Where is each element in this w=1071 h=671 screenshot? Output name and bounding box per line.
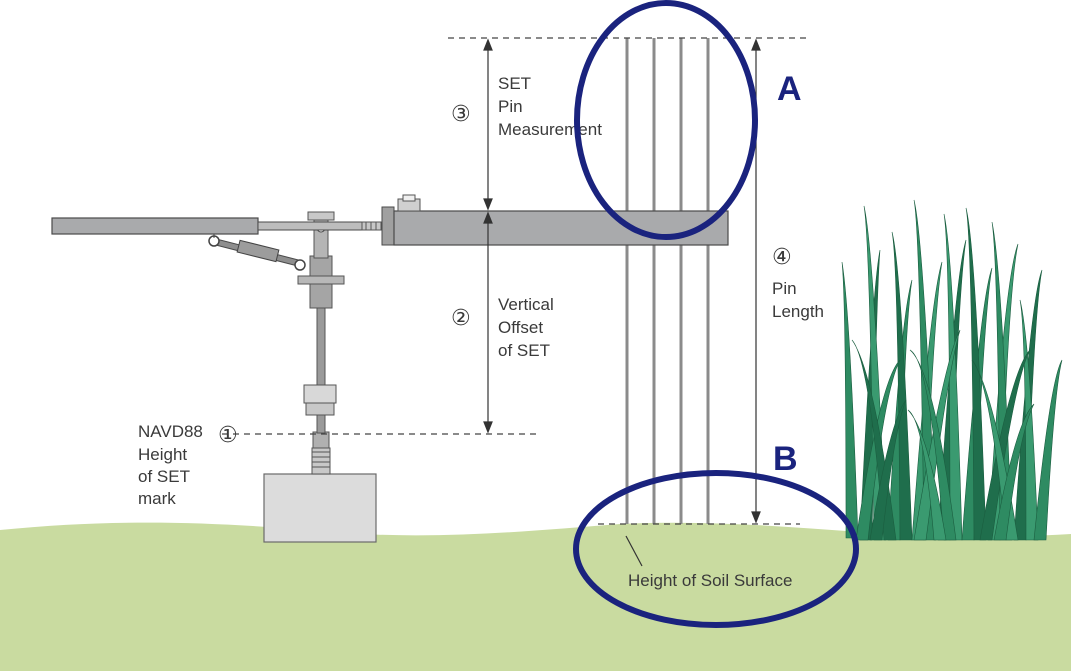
navd88-label: NAVD88 Height of SET mark	[138, 422, 208, 508]
callout-a-ellipse	[574, 0, 758, 240]
grass-blade	[965, 207, 987, 541]
vertical-offset-label: Vertical Offset of SET	[498, 295, 558, 360]
callout-b-ellipse	[573, 470, 859, 628]
pin-measurement-label: SET Pin Measurement	[498, 74, 602, 139]
soil-surface-label: Height of Soil Surface	[628, 571, 792, 590]
grass-blade	[907, 409, 947, 541]
callout-a-label: A	[777, 70, 802, 108]
set-left-arm	[51, 217, 389, 271]
grass-blade	[841, 261, 859, 539]
grass-blade	[1033, 359, 1063, 541]
grass-blade	[869, 399, 907, 541]
pin-length-label: Pin Length	[772, 279, 824, 321]
set-post	[297, 211, 345, 434]
ground	[0, 522, 1071, 671]
soil-leader-line	[625, 535, 643, 567]
reference-lines	[222, 37, 808, 525]
marker-2: ②	[451, 306, 471, 331]
marsh-grass	[841, 199, 1063, 541]
marker-4: ④	[772, 245, 792, 270]
marker-1: ①	[218, 423, 238, 448]
marker-3: ③	[451, 102, 471, 127]
grass-blade	[891, 231, 913, 541]
callout-b-label: B	[773, 440, 798, 478]
grass-blade	[909, 349, 957, 541]
pins	[625, 38, 710, 524]
benchmark-block	[263, 473, 377, 543]
grass-blade	[993, 403, 1035, 541]
benchmark-coupler	[311, 431, 331, 475]
